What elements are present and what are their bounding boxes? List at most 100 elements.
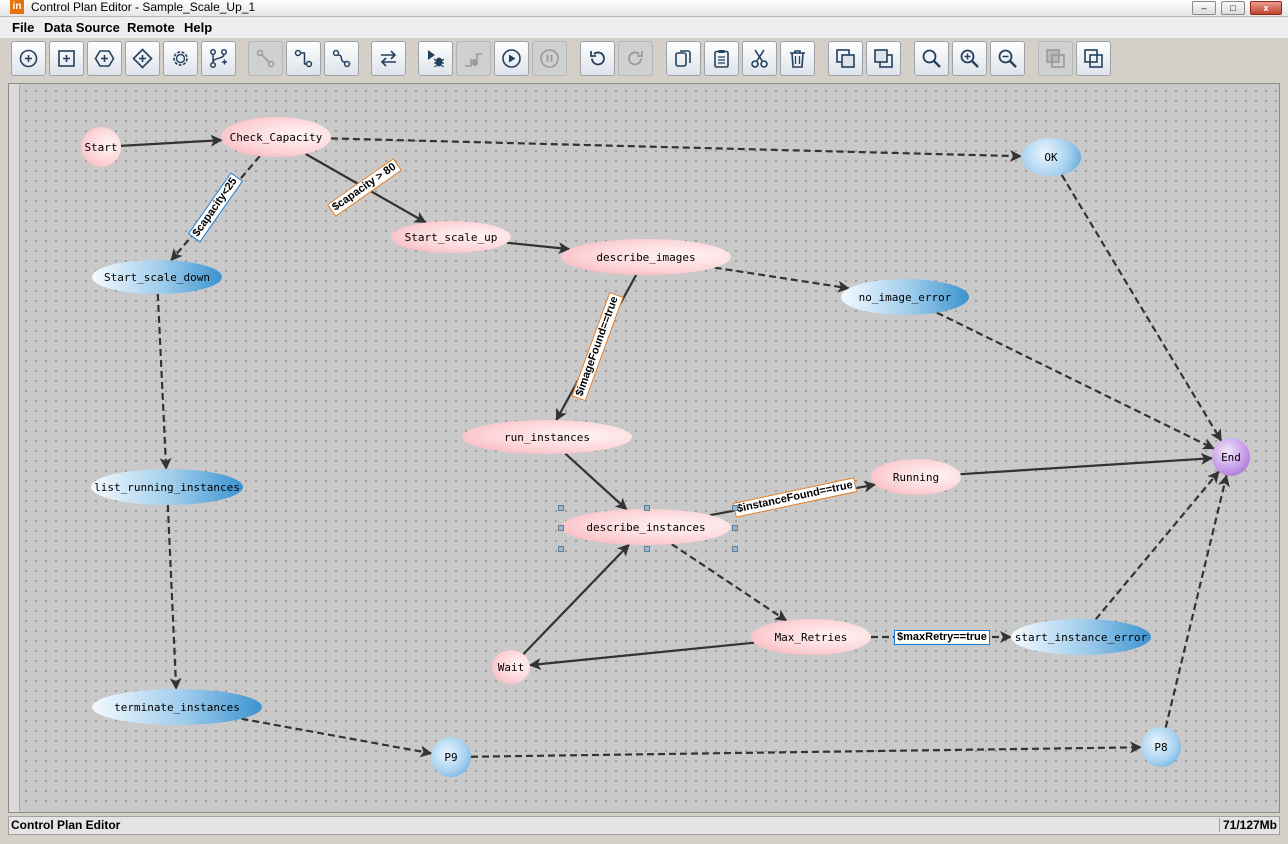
delete-button[interactable] <box>780 41 815 76</box>
title-bar: in Control Plan Editor - Sample_Scale_Up… <box>0 0 1288 17</box>
minimize-button[interactable]: – <box>1192 1 1216 15</box>
add-diamond-node-button[interactable] <box>125 41 160 76</box>
copy-button[interactable] <box>666 41 701 76</box>
window-title: Control Plan Editor - Sample_Scale_Up_1 <box>31 0 256 14</box>
zoom-out-icon <box>998 49 1017 68</box>
node-running[interactable]: Running <box>871 459 961 495</box>
connect-step-button[interactable] <box>286 41 321 76</box>
undo-button[interactable] <box>580 41 615 76</box>
debug-icon <box>428 50 445 68</box>
step-button[interactable] <box>456 41 491 76</box>
edge-label-max-retries-to-start-instance-error[interactable]: $maxRetry==true <box>894 629 990 645</box>
menu-help[interactable]: Help <box>184 20 213 35</box>
connect-curve-icon <box>332 49 351 68</box>
editor-canvas-frame: $capacity > 80$capacity<25$imageFound==t… <box>8 83 1280 813</box>
redo-icon <box>628 51 643 66</box>
edge-start-scale-down-to-list-running-instances[interactable] <box>156 293 172 471</box>
node-p9[interactable]: P9 <box>431 737 471 777</box>
connect-edge-icon <box>256 49 275 68</box>
edge-max-retries-to-wait[interactable] <box>528 641 755 670</box>
node-start-scale-up[interactable]: Start_scale_up <box>391 221 511 253</box>
zoom-in-button[interactable] <box>952 41 987 76</box>
edge-list-running-instances-to-terminate-instances[interactable] <box>166 504 182 690</box>
bring-front-icon <box>1046 49 1065 68</box>
edge-start-scale-up-to-describe-images[interactable] <box>506 241 571 255</box>
group-button[interactable] <box>828 41 863 76</box>
node-describe-instances[interactable]: describe_instances <box>561 509 731 545</box>
menu-file[interactable]: File <box>12 20 35 35</box>
connect-curve-button[interactable] <box>324 41 359 76</box>
edge-check-capacity-to-ok[interactable] <box>330 137 1023 162</box>
add-gear-node-icon <box>173 51 188 66</box>
add-circle-node-button[interactable] <box>11 41 46 76</box>
zoom-button[interactable] <box>914 41 949 76</box>
node-terminate-instances[interactable]: terminate_instances <box>92 689 262 725</box>
swap-direction-icon <box>380 50 397 67</box>
edge-running-to-end[interactable] <box>960 452 1214 476</box>
copy-icon <box>675 50 691 67</box>
connect-edge-button[interactable] <box>248 41 283 76</box>
status-text: Control Plan Editor <box>11 818 121 832</box>
pause-button[interactable] <box>532 41 567 76</box>
swap-direction-button[interactable] <box>371 41 406 76</box>
add-gear-node-button[interactable] <box>163 41 198 76</box>
redo-button[interactable] <box>618 41 653 76</box>
send-back-button[interactable] <box>1076 41 1111 76</box>
add-square-node-button[interactable] <box>49 41 84 76</box>
add-hexagon-node-icon <box>94 50 115 67</box>
node-ok[interactable]: OK <box>1021 138 1081 176</box>
node-check-capacity[interactable]: Check_Capacity <box>221 117 331 157</box>
node-list-running-instances[interactable]: list_running_instances <box>91 469 243 505</box>
zoom-icon <box>922 49 941 68</box>
node-wait[interactable]: Wait <box>492 650 530 684</box>
edge-p9-to-p8[interactable] <box>470 741 1143 758</box>
diagram-canvas[interactable]: $capacity > 80$capacity<25$imageFound==t… <box>21 86 1277 810</box>
add-diamond-node-icon <box>132 48 153 69</box>
node-max-retries[interactable]: Max_Retries <box>751 619 871 655</box>
edge-start-to-check-capacity[interactable] <box>120 134 223 147</box>
send-back-icon <box>1084 49 1103 68</box>
node-end[interactable]: End <box>1212 438 1250 476</box>
node-run-instances[interactable]: run_instances <box>462 420 632 454</box>
menu-data-source[interactable]: Data Source <box>44 20 120 35</box>
edge-p8-to-end[interactable] <box>1164 474 1230 728</box>
edge-ok-to-end[interactable] <box>1060 174 1223 442</box>
edge-wait-to-describe-instances[interactable] <box>522 543 630 655</box>
add-circle-node-icon <box>19 49 38 68</box>
node-start-instance-error[interactable]: start_instance_error <box>1011 619 1151 655</box>
cut-icon <box>751 49 768 68</box>
run-icon <box>502 49 521 68</box>
paste-button[interactable] <box>704 41 739 76</box>
edge-start-instance-error-to-end[interactable] <box>1094 470 1220 621</box>
node-p8[interactable]: P8 <box>1141 727 1181 767</box>
group-icon <box>836 49 855 68</box>
edge-describe-instances-to-max-retries[interactable] <box>671 543 788 622</box>
undo-icon <box>590 51 605 66</box>
add-hexagon-node-button[interactable] <box>87 41 122 76</box>
run-button[interactable] <box>494 41 529 76</box>
edge-describe-images-to-no-image-error[interactable] <box>714 266 850 293</box>
node-describe-images[interactable]: describe_images <box>561 239 731 275</box>
paste-icon <box>714 50 729 68</box>
memory-indicator: 71/127Mb <box>1218 818 1277 832</box>
delete-icon <box>790 50 805 68</box>
add-branch-button[interactable] <box>201 41 236 76</box>
zoom-in-icon <box>960 49 979 68</box>
node-start-scale-down[interactable]: Start_scale_down <box>92 260 222 294</box>
close-button[interactable]: x <box>1250 1 1282 15</box>
bring-front-button[interactable] <box>1038 41 1073 76</box>
edge-run-instances-to-describe-instances[interactable] <box>564 452 628 511</box>
zoom-out-button[interactable] <box>990 41 1025 76</box>
menu-remote[interactable]: Remote <box>127 20 175 35</box>
cut-button[interactable] <box>742 41 777 76</box>
maximize-button[interactable]: □ <box>1221 1 1245 15</box>
debug-button[interactable] <box>418 41 453 76</box>
node-start[interactable]: Start <box>81 127 121 167</box>
edge-no-image-error-to-end[interactable] <box>936 311 1215 450</box>
node-no-image-error[interactable]: no_image_error <box>841 279 969 315</box>
ungroup-button[interactable] <box>866 41 901 76</box>
edge-terminate-instances-to-p9[interactable] <box>241 717 433 758</box>
canvas-side-splitter[interactable] <box>9 84 20 812</box>
add-branch-icon <box>209 48 228 69</box>
